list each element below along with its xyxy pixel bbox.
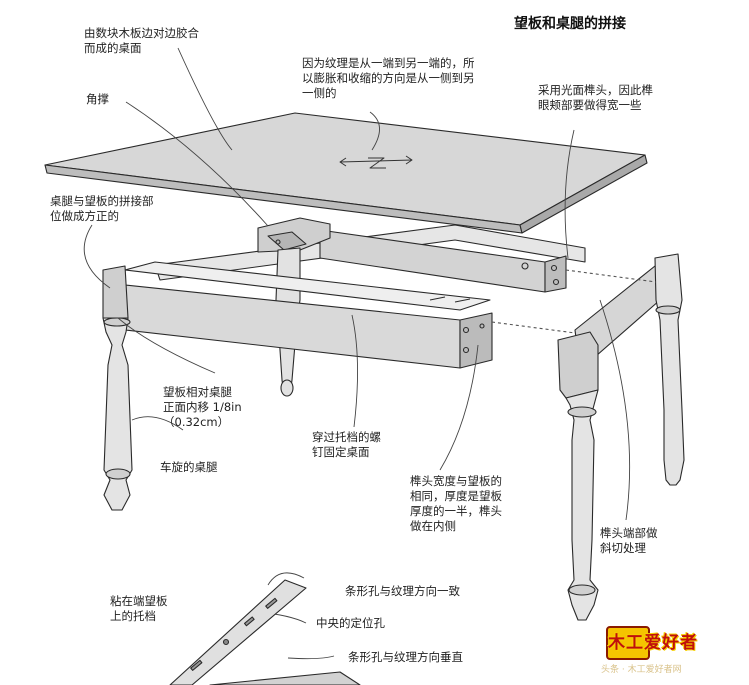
label-screw-cleat: 穿过托档的螺 钉固定桌面 xyxy=(312,430,381,459)
front-apron xyxy=(124,284,493,369)
joint-guides xyxy=(491,269,657,334)
label-tabletop: 由数块木板边对边胶合 而成的桌面 xyxy=(84,26,199,55)
back-right-leg xyxy=(654,253,685,486)
tabletop xyxy=(44,112,648,234)
label-square-joint: 桌腿与望板的拼接部 位做成方正的 xyxy=(50,194,154,223)
label-tenon-cheek: 采用光面榫头，因此榫 眼颊部要做得宽一些 xyxy=(538,83,653,112)
front-top-rail xyxy=(124,261,491,311)
grain-arrow-icon xyxy=(339,155,413,169)
label-corner-brace: 角撑 xyxy=(86,92,109,106)
watermark-logo: 木工爱好者 xyxy=(606,622,734,660)
screws xyxy=(429,296,471,303)
leader-lines xyxy=(83,47,631,660)
label-grain-direction: 因为纹理是从一端到另一端的，所 以膨胀和收缩的方向是从一侧到另 一侧的 xyxy=(302,56,475,100)
back-apron xyxy=(154,224,586,281)
label-slot-perpendicular: 条形孔与纹理方向垂直 xyxy=(348,650,463,664)
logo-badge-icon xyxy=(606,626,650,660)
front-left-leg xyxy=(102,265,133,511)
label-tenon-width: 榫头宽度与望板的 相同，厚度是望板 厚度的一半，榫头 做在内侧 xyxy=(410,474,502,533)
label-cleat: 粘在端望板 上的托档 xyxy=(110,594,168,623)
figure-title: 望板和桌腿的拼接 xyxy=(514,16,626,32)
label-apron-offset: 望板相对桌腿 正面内移 1/8in （0.32cm） xyxy=(163,385,242,429)
label-turned-leg: 车旋的桌腿 xyxy=(160,460,218,474)
corner-brace xyxy=(257,217,331,253)
front-right-leg xyxy=(557,331,599,621)
right-back-apron xyxy=(319,229,567,293)
label-center-hole: 中央的定位孔 xyxy=(316,616,385,630)
logo-text: 木工爱好者 xyxy=(608,633,698,653)
label-slot-parallel: 条形孔与纹理方向一致 xyxy=(345,584,460,598)
watermark-subtext: 头条 · 木工爱好者网 xyxy=(601,665,682,675)
cleat-detail xyxy=(169,579,361,685)
label-miter: 榫头端部做 斜切处理 xyxy=(600,526,658,555)
